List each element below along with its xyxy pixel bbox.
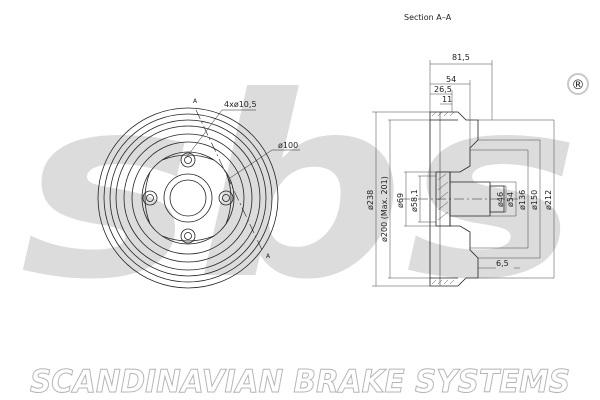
pcd-leader: [229, 149, 273, 179]
section-line: [195, 109, 263, 251]
dim-width-overall: 81,5: [452, 53, 470, 62]
dim-dia-54: ø54: [506, 192, 515, 207]
bolt-holes-label: 4xø10,5: [224, 100, 257, 109]
center-bore-outer: [163, 173, 213, 223]
dim-dia-46: ø46: [496, 192, 505, 207]
dim-width-26-5: 26,5: [434, 85, 452, 94]
drum-outer-edge: [97, 107, 279, 289]
svg-text:sbs: sbs: [20, 43, 580, 334]
dimension-lines: [372, 60, 555, 287]
dim-dia-69: ø69: [396, 193, 405, 208]
dim-6-5: 6,5: [496, 259, 509, 268]
drum-braking-surface: [115, 125, 261, 271]
registered-mark-circle: [567, 73, 589, 95]
dim-dia-58-1: ø58,1: [410, 189, 419, 212]
dim-dia-212: ø212: [544, 190, 553, 210]
section-title: Section A–A: [404, 13, 452, 22]
registered-mark: ®: [572, 78, 585, 93]
bolt-hole-leader: [185, 109, 223, 159]
dim-width-11: 11: [442, 95, 452, 104]
dim-width-54: 54: [446, 75, 456, 84]
dim-dia-150: ø150: [530, 190, 539, 210]
front-view: [97, 107, 300, 289]
section-marker-bottom: A: [266, 253, 271, 260]
section-marker-top: A: [193, 98, 198, 105]
bolt-holes: [142, 152, 234, 244]
dim-dia-238: ø238: [366, 190, 375, 210]
dim-dia-200: ø200 (Max. 201): [380, 176, 389, 242]
dim-dia-136: ø136: [518, 190, 527, 210]
hub-flange: [131, 141, 245, 255]
footer-brand-text: SCANDINAVIAN BRAKE SYSTEMS: [30, 364, 570, 400]
sbs-watermark-logo: sbs ®: [20, 43, 589, 334]
pcd-label: ø100: [278, 141, 298, 150]
center-bore: [169, 179, 207, 217]
